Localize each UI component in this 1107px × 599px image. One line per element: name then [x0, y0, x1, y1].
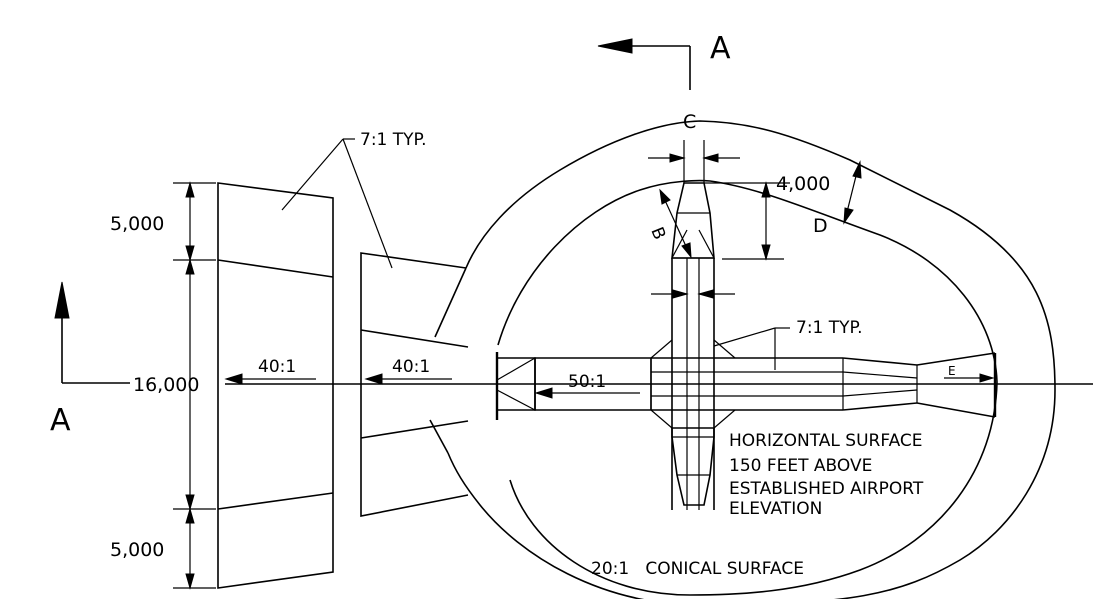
inner-approach-surface — [360, 252, 469, 517]
label-b: B — [646, 224, 669, 242]
dimension-4000 — [704, 181, 790, 261]
conical-surface-outline — [429, 120, 1056, 599]
dim-4000: 4,000 — [776, 173, 830, 195]
dim-5000-bottom: 5,000 — [110, 539, 164, 561]
label-d: D — [813, 215, 828, 237]
section-label-top: A — [710, 31, 731, 66]
ratio-arrow-50-1 — [534, 387, 640, 399]
label-e: E — [948, 364, 956, 378]
slope-7-1-typ-approach: 7:1 TYP. — [360, 130, 427, 150]
ratio-arrow-inner — [364, 373, 452, 385]
slope-7-1-typ-inner: 7:1 TYP. — [796, 318, 863, 338]
outer-approach-surface — [217, 182, 334, 589]
section-label-left: A — [50, 403, 71, 438]
vertical-approach-top — [671, 182, 715, 259]
horizontal-surface-line4: ELEVATION — [729, 499, 822, 519]
horizontal-surface-line3: ESTABLISHED AIRPORT — [729, 479, 924, 499]
leader-7-1-approach — [281, 138, 393, 269]
dimension-chain-left — [173, 181, 216, 590]
dim-16000: 16,000 — [133, 374, 199, 396]
horizontal-surface-line1: HORIZONTAL SURFACE — [729, 431, 923, 451]
dimension-d — [843, 160, 862, 225]
conical-surface-label: 20:1 CONICAL SURFACE — [591, 559, 804, 579]
primary-surface-cross — [650, 257, 844, 510]
dim-5000-top: 5,000 — [110, 213, 164, 235]
dimension-b — [659, 188, 692, 259]
section-arrow-top — [597, 38, 691, 90]
approach-right — [842, 352, 996, 418]
dimension-c — [648, 140, 740, 183]
leader-7-1-inner — [713, 327, 790, 370]
vertical-approach-bottom — [671, 427, 715, 506]
e-arrow — [944, 373, 995, 383]
dimension-runway-width — [651, 289, 735, 299]
ratio-arrow-outer — [224, 373, 316, 385]
horizontal-surface-outline — [497, 179, 998, 596]
ratio-40-1-inner: 40:1 — [392, 357, 430, 377]
section-arrow-left — [54, 281, 130, 384]
horizontal-surface-line2: 150 FEET ABOVE — [729, 456, 872, 476]
label-c: C — [683, 111, 696, 133]
ratio-40-1-outer: 40:1 — [258, 357, 296, 377]
ratio-50-1: 50:1 — [568, 372, 606, 392]
